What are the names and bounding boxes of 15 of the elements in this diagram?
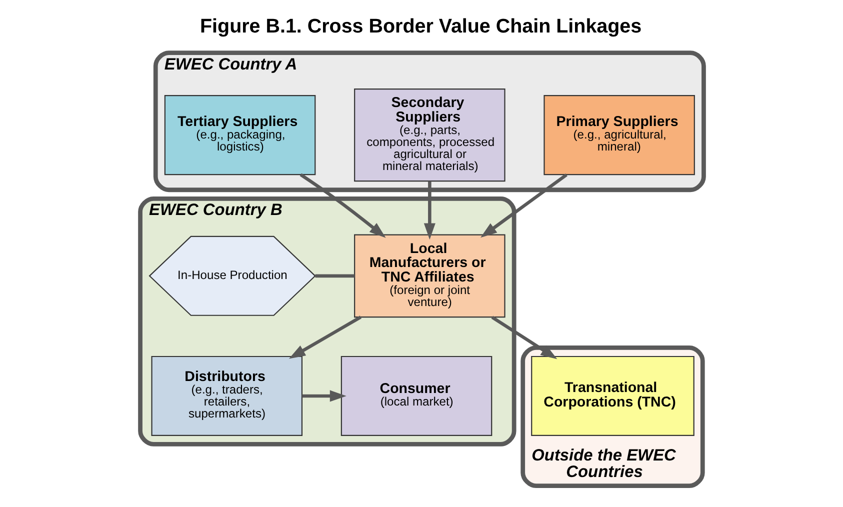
node-box: Distributors (e.g., traders, retailers, supermarkets) bbox=[150, 355, 302, 436]
arrow bbox=[299, 172, 386, 238]
node-box: Secondary Suppliers (e.g., parts, components, processed agricultural or mineral materials) bbox=[354, 88, 505, 182]
node-box: Tertiary Suppliers (e.g., packaging, logistics) bbox=[164, 94, 316, 175]
connector bbox=[314, 274, 354, 278]
arrow bbox=[480, 172, 567, 238]
arrow bbox=[302, 390, 346, 402]
node-box: Primary Suppliers (e.g., agricultural, mineral) bbox=[543, 94, 694, 175]
node-box: Transnational Corporations (TNC) bbox=[530, 355, 694, 436]
node-box: Local Manufacturers or TNC Affiliates (foreign or joint venture) bbox=[354, 234, 505, 318]
arrow bbox=[288, 315, 362, 358]
arrow bbox=[423, 180, 435, 240]
arrow bbox=[490, 315, 557, 359]
diagram-title: Figure B.1. Cross Border Value Chain Linkages bbox=[200, 14, 642, 37]
node-box: Consumer (local market) bbox=[340, 355, 492, 436]
